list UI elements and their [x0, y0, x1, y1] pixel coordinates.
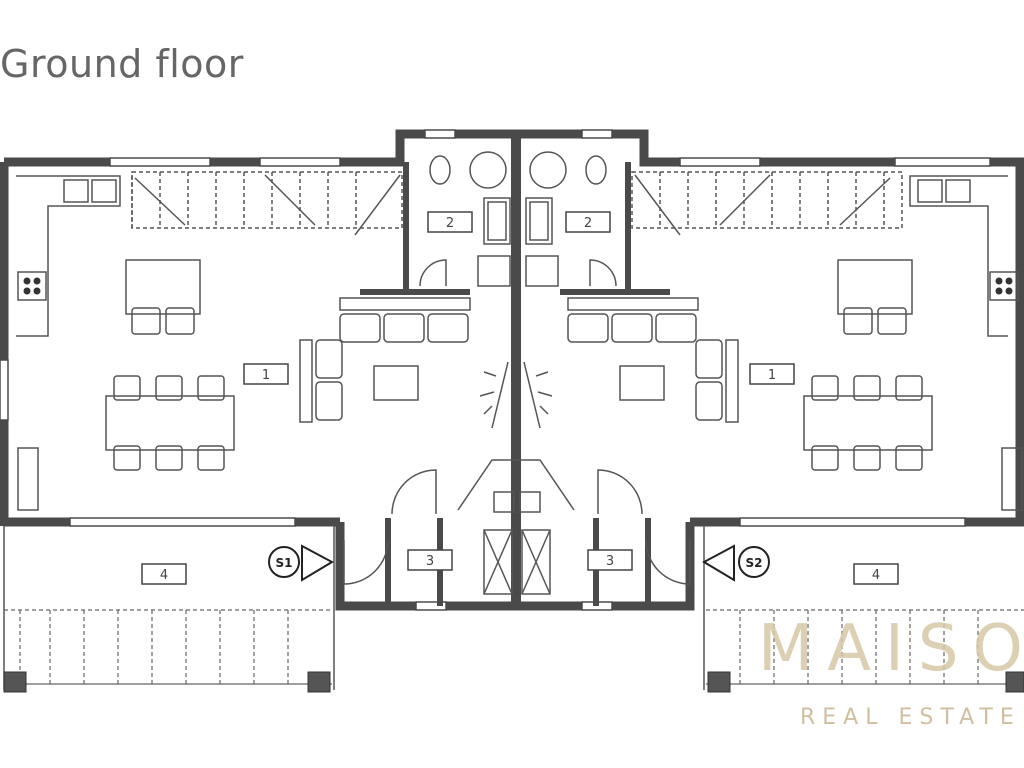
- dining-left: [105, 375, 235, 471]
- page-title: Ground floor: [0, 42, 244, 86]
- room-label-2-right: 2: [584, 216, 592, 231]
- room-label-4-left: 4: [160, 568, 168, 583]
- cooktop-dots: [23, 277, 1013, 295]
- kitchen-right: [909, 175, 1019, 337]
- terrace-left-edge: [3, 526, 335, 690]
- room-label-4-right: 4: [872, 568, 880, 583]
- entrance-circles: [268, 546, 770, 578]
- tall-units: [17, 447, 1023, 511]
- terrace-left: [4, 609, 332, 685]
- island-right: [837, 259, 913, 335]
- sofa-left: [299, 297, 471, 423]
- terrace-posts: [3, 671, 1024, 693]
- staircase-left-arrow: [134, 174, 401, 236]
- dining-right: [803, 375, 933, 471]
- island-left: [125, 259, 201, 335]
- staircase-right: [631, 171, 903, 229]
- staircase-right-arrow: [634, 174, 891, 236]
- watermark-tagline: REAL ESTATE: [800, 705, 1021, 730]
- bathroom-left: [419, 151, 511, 287]
- kitchen-left: [16, 175, 121, 337]
- bathroom-right: [525, 151, 617, 287]
- sofa-right: [567, 297, 739, 423]
- room-label-3-right: 3: [606, 554, 614, 569]
- hall-doors: [343, 469, 691, 585]
- room-label-1-left: 1: [262, 368, 270, 383]
- closet: [457, 459, 575, 595]
- staircase-left: [131, 171, 403, 229]
- watermark-logo: MAISON: [758, 612, 1024, 686]
- windows: [0, 129, 991, 611]
- room-label-boxes: [141, 211, 899, 585]
- entrance-label-s1: S1: [276, 556, 293, 570]
- entrance-label-s2: S2: [746, 556, 763, 570]
- entrance-arrows: [301, 544, 735, 582]
- room-label-2-left: 2: [446, 216, 454, 231]
- outer-walls: [0, 129, 1024, 611]
- terrace-right: [706, 609, 1024, 685]
- room-label-3-left: 3: [426, 554, 434, 569]
- room-label-1-right: 1: [768, 368, 776, 383]
- fireplace: [479, 361, 553, 429]
